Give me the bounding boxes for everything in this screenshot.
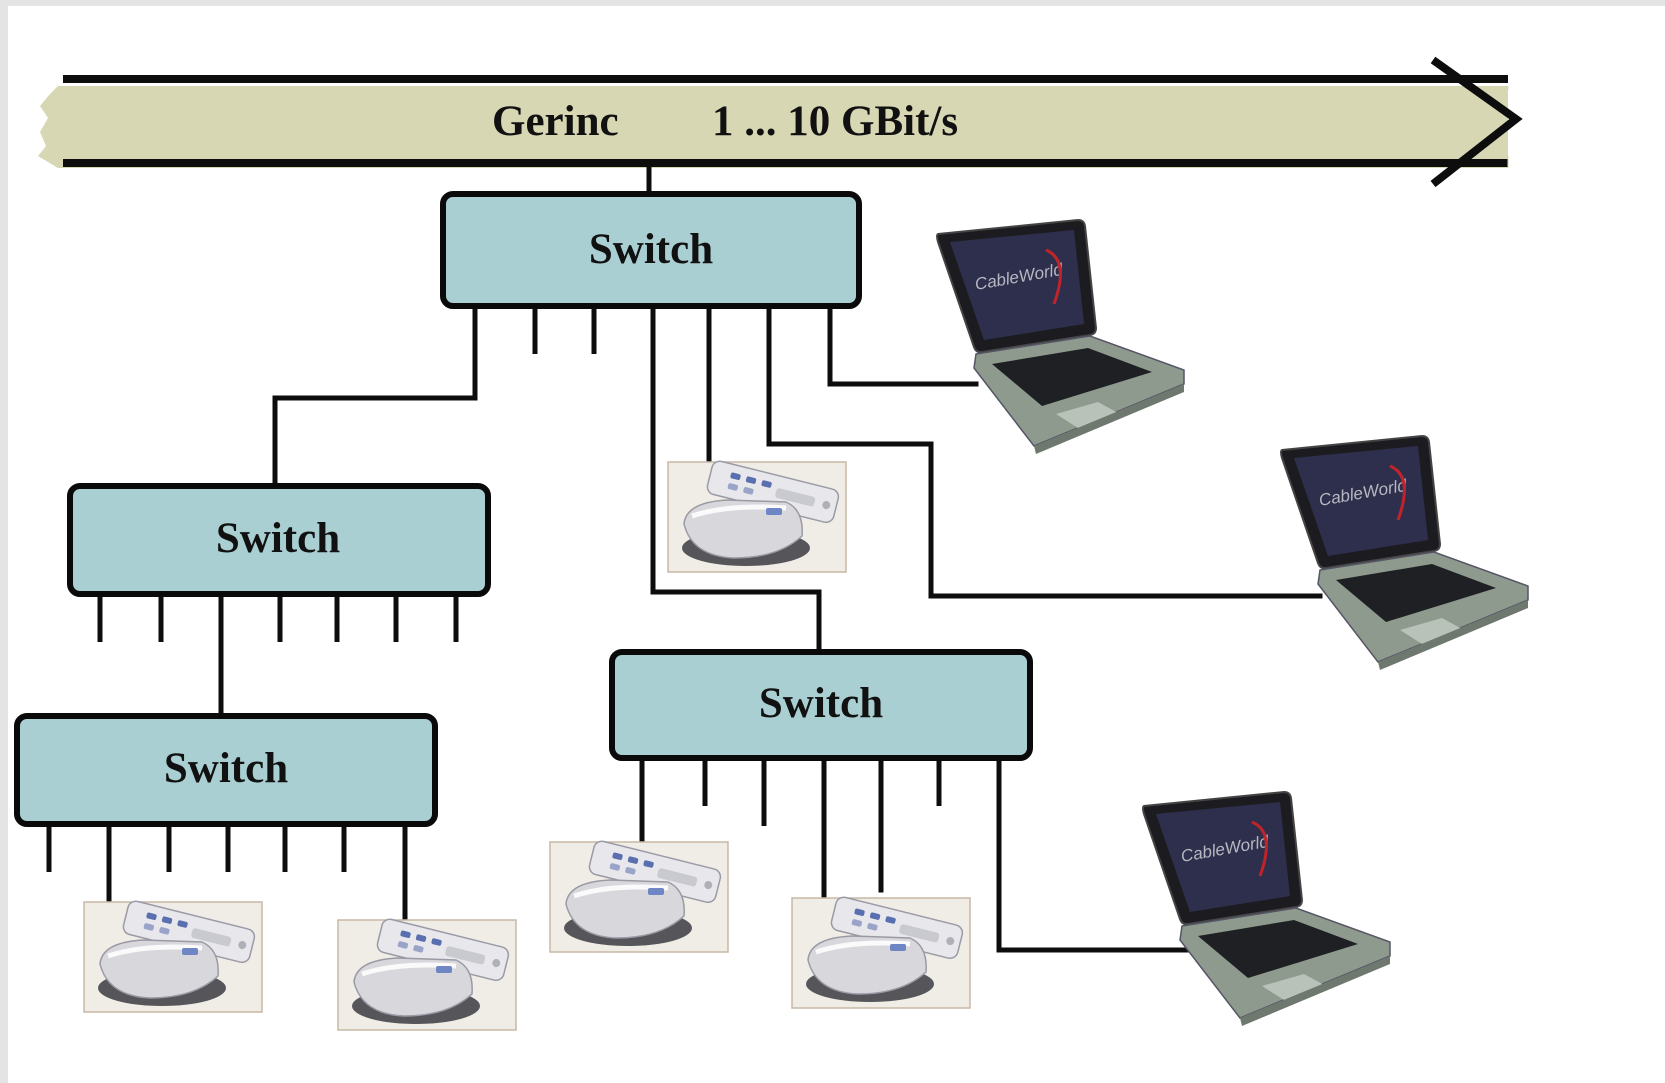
set-top-box-icon bbox=[668, 460, 846, 572]
switch-left: Switch bbox=[67, 483, 491, 597]
switch-lower-left-label: Switch bbox=[164, 745, 288, 792]
set-top-box-icon bbox=[84, 900, 262, 1012]
switch-ports bbox=[46, 308, 942, 872]
backbone-label: Gerinc bbox=[492, 98, 619, 145]
switch-left-label: Switch bbox=[216, 515, 340, 562]
switch-right: Switch bbox=[609, 649, 1033, 761]
network-cables bbox=[106, 163, 1323, 971]
backbone-speed: 1 ... 10 GBit/s bbox=[712, 98, 958, 145]
diagram-svg: CableWorld Gerinc 1 ... 10 GBit/s bbox=[14, 56, 1530, 1083]
switch-lower-left: Switch bbox=[14, 713, 438, 827]
set-top-box-icon bbox=[792, 896, 970, 1008]
switch-top: Switch bbox=[440, 191, 862, 309]
laptop-icon bbox=[935, 218, 1186, 456]
backbone-arrow bbox=[38, 56, 1523, 188]
set-top-box-icon bbox=[550, 840, 728, 952]
laptop-icon bbox=[1279, 434, 1530, 672]
laptop-icon bbox=[1141, 790, 1392, 1028]
switch-right-label: Switch bbox=[759, 680, 883, 727]
set-top-box-icon bbox=[338, 918, 516, 1030]
switch-top-label: Switch bbox=[589, 226, 713, 273]
network-diagram: CableWorld Gerinc 1 ... 10 GBit/s bbox=[8, 6, 1665, 1083]
